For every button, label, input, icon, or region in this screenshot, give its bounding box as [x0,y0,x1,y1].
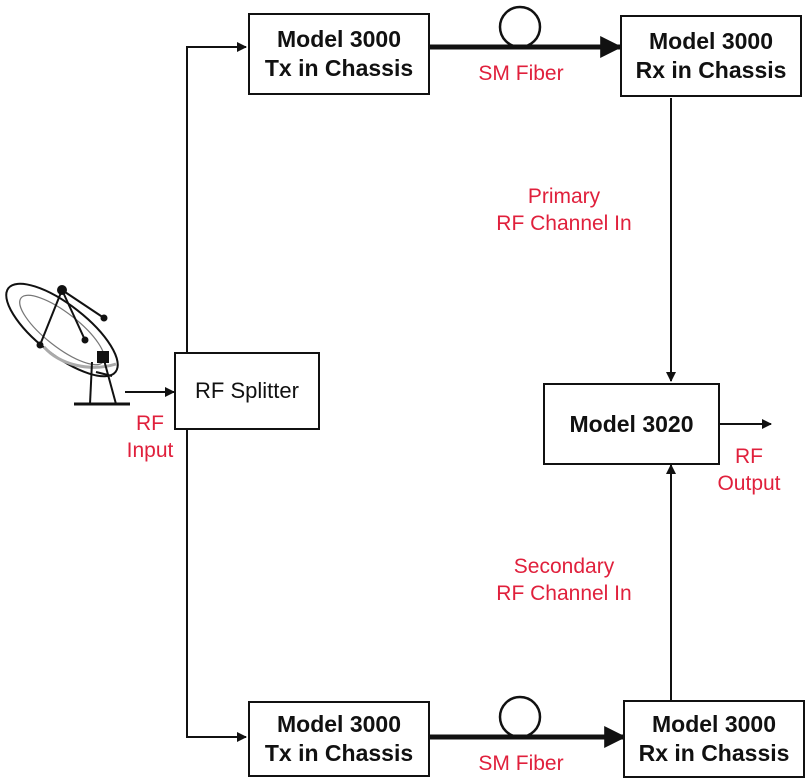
tx-bottom-line2: Tx in Chassis [264,740,414,766]
path-splitter-to-tx-top [186,42,247,352]
satellite-dish-icon [5,282,130,406]
rf-output-line2: Output [717,472,781,495]
primary-line1: Primary [527,185,601,208]
rf-input-line1: RF [136,412,164,435]
tx-bottom-line1: Model 3000 [277,711,401,737]
rf-splitter-box: RF Splitter [174,352,320,430]
rf-output-line1: RF [735,445,763,468]
tx-top-line1: Model 3000 [277,26,401,52]
rf-input-line2: Input [126,439,174,462]
rx-bottom-line1: Model 3000 [652,711,776,737]
secondary-channel-label: Secondary RF Channel In [474,553,654,607]
primary-line2: RF Channel In [496,212,632,235]
model-3020-box: Model 3020 [543,383,720,465]
rx-chassis-bottom: Model 3000 Rx in Chassis [623,700,805,778]
model-3020-label: Model 3020 [569,410,694,437]
secondary-line1: Secondary [513,555,615,578]
tx-chassis-bottom: Model 3000 Tx in Chassis [248,701,430,777]
rf-input-label: RF Input [115,410,185,464]
rf-splitter-label: RF Splitter [195,378,299,403]
fiber-loop-top [498,5,542,49]
fiber-label-bottom-text: SM Fiber [478,752,564,775]
rx-bottom-line2: Rx in Chassis [638,740,790,766]
rx-chassis-top: Model 3000 Rx in Chassis [620,15,802,97]
fiber-loop-bottom [498,695,542,739]
path-splitter-to-tx-bottom [186,430,247,742]
fiber-label-top: SM Fiber [466,60,576,87]
tx-chassis-top: Model 3000 Tx in Chassis [248,13,430,95]
rf-output-label: RF Output [704,443,794,497]
tx-top-line2: Tx in Chassis [264,55,414,81]
rx-top-line2: Rx in Chassis [635,57,787,83]
rx-top-line1: Model 3000 [649,28,773,54]
primary-channel-label: Primary RF Channel In [474,183,654,237]
secondary-line2: RF Channel In [496,582,632,605]
fiber-label-bottom: SM Fiber [466,750,576,777]
fiber-label-top-text: SM Fiber [478,62,564,85]
